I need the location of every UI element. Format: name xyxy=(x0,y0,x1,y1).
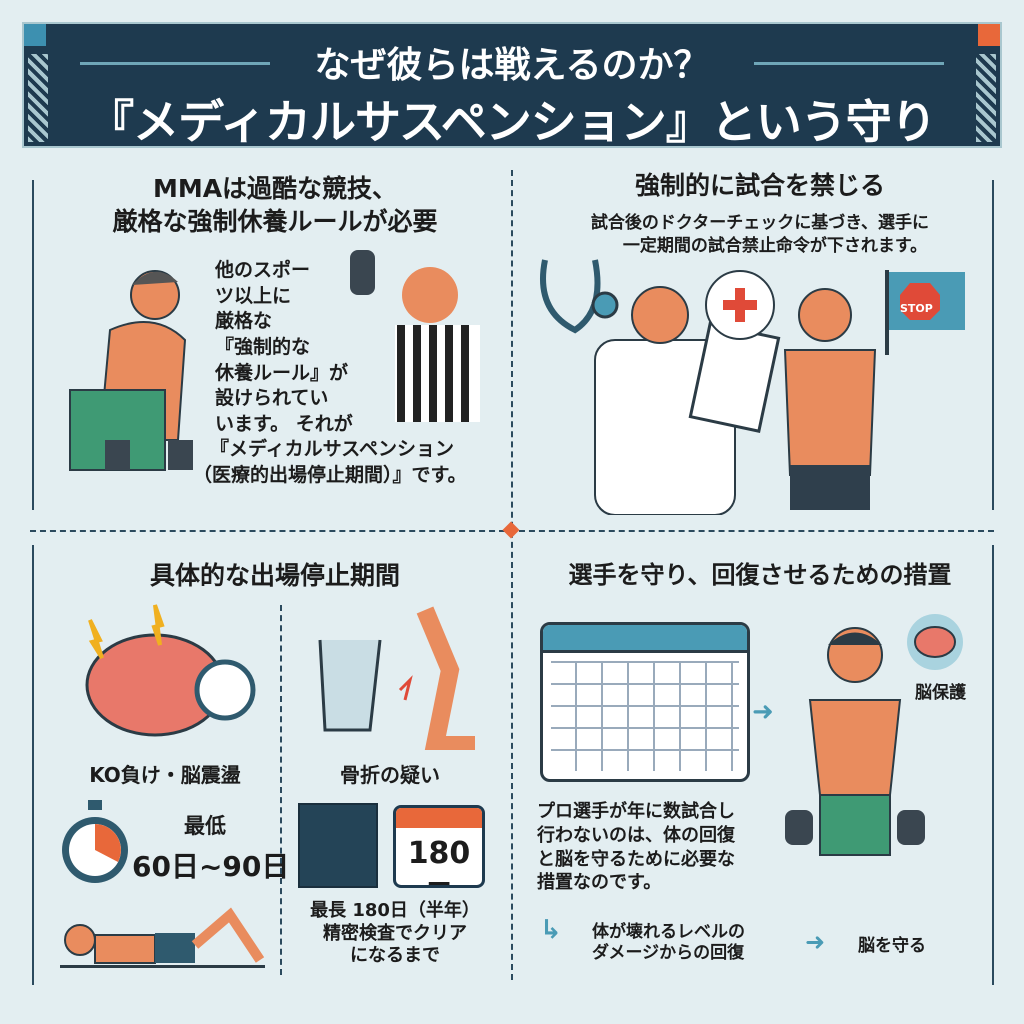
body-line: プロ選手が年に数試合し xyxy=(537,801,735,822)
calendar-grid xyxy=(551,661,739,771)
brain-protection-label: 脳保護 xyxy=(915,683,966,703)
section1-heading: MMAは過酷な競技、 厳格な強制休養ルールが必要 xyxy=(60,173,490,238)
vertical-divider xyxy=(511,170,513,980)
ko-period: 60日~90日 xyxy=(132,850,290,883)
body-line: 行わないのは、体の回復 xyxy=(537,824,735,846)
heading-line: 厳格な強制休養ルールが必要 xyxy=(112,206,438,236)
divider-diamond xyxy=(502,521,520,539)
calendar-value: 180日 xyxy=(407,836,471,885)
arrow-turn-icon: ↳ xyxy=(540,915,562,945)
body-line: 『強制的な xyxy=(215,335,311,358)
fracture-label: 骨折の疑い xyxy=(340,763,440,787)
stopwatch-icon xyxy=(194,659,256,721)
stripe-decoration xyxy=(976,54,996,142)
knocked-down-fighter-illustration xyxy=(60,907,265,968)
leg-icon xyxy=(416,606,475,750)
ko-label: KO負け・脳震盪 xyxy=(89,763,241,787)
calendar-header xyxy=(396,808,482,828)
title-line-2: 『メディカルサスペンション』という守り xyxy=(88,95,937,149)
body-line: 精密検査でクリア xyxy=(323,922,467,944)
fracture-desc: 最長 180日（半年） 精密検査でクリア になるまで xyxy=(290,900,500,968)
body-line: 体が壊れるレベルの xyxy=(592,922,745,942)
stop-sign-label: STOP xyxy=(900,302,933,315)
body-line: 措置なのです。 xyxy=(537,872,662,894)
body-line: （医療的出場停止期間）』です。 xyxy=(193,464,467,487)
hand-xray-icon xyxy=(318,639,382,732)
section2-body: 試合後のドクターチェックに基づき、選手に 一定期間の試合禁止命令が下されます。 xyxy=(530,212,990,258)
frame-line xyxy=(992,180,994,510)
inner-divider xyxy=(280,605,282,975)
min-label: 最低 xyxy=(184,814,226,838)
flow-step-1: 体が壊れるレベルの ダメージからの回復 xyxy=(592,922,745,965)
section1-body: 他のスポー ツ以上に 厳格な 『強制的な 休養ルール』が 設けられてい います。… xyxy=(193,258,505,489)
arrow-right-icon: ➜ xyxy=(752,697,774,727)
heading-line: MMAは過酷な競技、 xyxy=(152,174,398,203)
calendar-header xyxy=(543,625,747,653)
section2-heading: 強制的に試合を禁じる xyxy=(634,171,885,200)
section4-body: プロ選手が年に数試合し 行わないのは、体の回復 と脳を守るために必要な 措置なの… xyxy=(537,800,797,895)
body-line: 厳格な xyxy=(215,310,273,333)
title-banner: なぜ彼らは戦えるのか？ 『メディカルサスペンション』という守り xyxy=(22,22,1002,149)
body-line: 『メディカルサスペンション xyxy=(210,438,454,461)
referee-illustration xyxy=(350,250,480,422)
body-line: 設けられてい xyxy=(215,387,329,410)
body-line: ダメージからの回復 xyxy=(592,943,745,964)
title-rule xyxy=(80,62,270,65)
calendar-illustration xyxy=(540,622,750,782)
stopwatch-icon xyxy=(62,800,128,883)
healthy-fighter-illustration xyxy=(785,627,925,856)
title-rule xyxy=(754,62,944,65)
body-line: ツ以上に xyxy=(215,284,292,307)
frame-line xyxy=(992,545,994,985)
brain-concussion-illustration xyxy=(85,604,256,737)
calendar-180-icon: 180日 xyxy=(393,805,485,888)
stripe-decoration xyxy=(28,54,48,142)
chest-xray-icon xyxy=(298,803,378,888)
body-line: 他のスポー xyxy=(215,259,311,281)
doctor-check-illustration xyxy=(540,259,965,515)
brain-bubble-icon xyxy=(907,614,963,670)
body-line: 一定期間の試合禁止命令が下されます。 xyxy=(622,235,928,256)
body-line: 最長 180日（半年） xyxy=(310,900,480,921)
body-line: 試合後のドクターチェックに基づき、選手に xyxy=(590,213,930,233)
bone-fracture-illustration xyxy=(318,606,475,750)
frame-line xyxy=(32,180,34,510)
section4-heading: 選手を守り、回復させるための措置 xyxy=(568,561,952,589)
body-line: と脳を守るために必要な xyxy=(537,848,735,870)
section3-heading: 具体的な出場停止期間 xyxy=(149,561,400,590)
corner-decoration xyxy=(24,24,46,46)
body-line: になるまで xyxy=(350,945,440,966)
body-line: います。 それが xyxy=(215,412,353,435)
stethoscope-icon xyxy=(540,259,601,334)
corner-decoration xyxy=(978,24,1000,46)
flow-step-2: 脳を守る xyxy=(858,936,926,956)
title-line-1: なぜ彼らは戦えるのか？ xyxy=(314,45,710,86)
exhausted-fighter-illustration xyxy=(69,270,193,471)
body-line: 休養ルール』が xyxy=(215,361,349,384)
frame-line xyxy=(32,545,34,985)
arrow-right-icon: ➜ xyxy=(805,928,826,956)
